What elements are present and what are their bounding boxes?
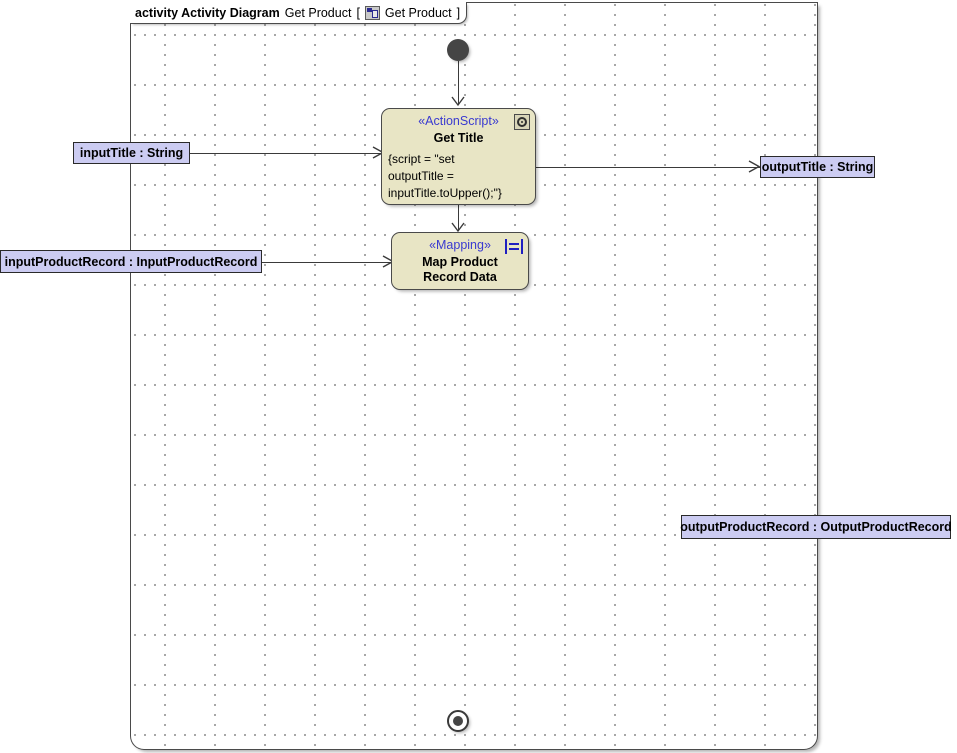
frame-qualified-name: Get Product (384, 5, 452, 20)
frame-bracket-close: ] (456, 5, 461, 20)
arrowhead-get-title-to-mapping (451, 222, 465, 233)
pin-input-product-record[interactable]: inputProductRecord : InputProductRecord (0, 250, 262, 273)
edge-get-title-to-output-title (536, 166, 760, 168)
node-body-script: {script = "set outputTitle = inputTitle.… (388, 152, 502, 200)
arrowhead-output-title (748, 160, 761, 173)
node-name: Get Title (433, 131, 484, 145)
frame-bracket-open: [ (356, 5, 360, 20)
mapping-icon (505, 239, 523, 254)
activity-final-node[interactable] (447, 710, 469, 732)
action-node-get-title[interactable]: «ActionScript» Get Title {script = "set … (381, 108, 536, 205)
frame-name: Get Product (284, 5, 352, 20)
mapping-icon-bar-left (505, 239, 507, 254)
edge-input-title-to-get-title (190, 152, 383, 154)
activity-frame-header[interactable]: activity Activity Diagram Get Product [ … (130, 2, 468, 24)
pin-input-title[interactable]: inputTitle : String (73, 142, 190, 164)
mapping-icon-bar-right (521, 239, 523, 254)
activity-frame-top-border (130, 2, 818, 3)
activity-diagram-icon (364, 5, 380, 20)
node-name: Map Product Record Data (422, 255, 498, 284)
initial-node[interactable] (447, 39, 469, 61)
gear-icon (517, 117, 527, 127)
frame-keyword: activity Activity Diagram (135, 5, 280, 20)
edge-get-title-to-mapping (457, 205, 459, 231)
pin-output-title[interactable]: outputTitle : String (760, 156, 875, 178)
mapping-icon-line-bottom (509, 248, 519, 250)
node-stereotype: «ActionScript» (418, 114, 499, 128)
pin-output-product-record[interactable]: outputProductRecord : OutputProductRecor… (680, 515, 952, 539)
edge-input-product-record-to-mapping (262, 261, 393, 263)
action-script-icon (514, 114, 530, 130)
mapping-icon-line-top (509, 243, 519, 245)
action-node-map-product-record-data[interactable]: «Mapping» Map Product Record Data (391, 232, 529, 290)
node-stereotype: «Mapping» (429, 238, 491, 252)
arrowhead-initial-to-get-title (451, 96, 465, 107)
edge-initial-to-get-title (457, 61, 459, 104)
